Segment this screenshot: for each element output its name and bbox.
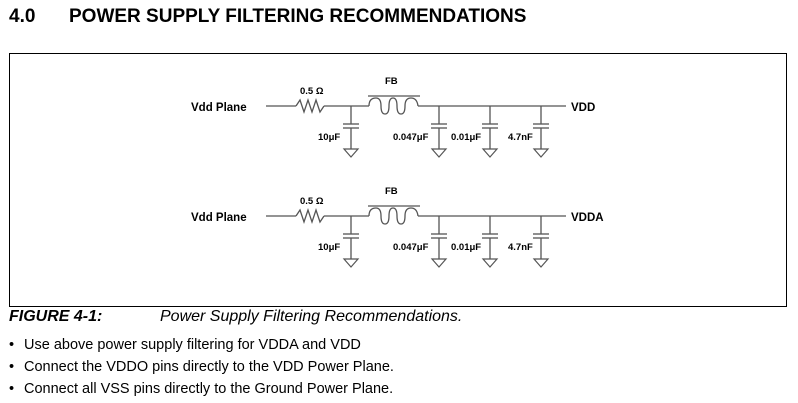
output-label: VDDA bbox=[571, 212, 604, 224]
capacitor-icon bbox=[343, 216, 359, 259]
capacitor-icon bbox=[533, 106, 549, 149]
capacitor-label-3: 4.7nF bbox=[508, 132, 533, 143]
resistor-icon bbox=[295, 207, 325, 225]
ground-icon bbox=[342, 148, 360, 158]
filter-schematic: Vdd Plane 0.5 Ω FB 10μF 0.047μF 0.01μF 4… bbox=[191, 76, 604, 268]
ferrite-bead-icon bbox=[368, 97, 419, 115]
input-capacitor-label: 10μF bbox=[318, 132, 340, 143]
capacitor-icon bbox=[533, 216, 549, 259]
figure-box bbox=[9, 53, 787, 307]
input-label: Vdd Plane bbox=[191, 102, 247, 114]
ground-icon bbox=[532, 258, 550, 268]
list-item-text: Connect the VDDO pins directly to the VD… bbox=[24, 359, 394, 375]
capacitor-icon bbox=[343, 106, 359, 149]
section-title: POWER SUPPLY FILTERING RECOMMENDATIONS bbox=[69, 6, 527, 27]
bullet-icon: • bbox=[9, 381, 15, 397]
figure-label: FIGURE 4-1: bbox=[9, 308, 103, 325]
capacitor-label-1: 0.047μF bbox=[393, 242, 429, 253]
figure-caption-text: Power Supply Filtering Recommendations. bbox=[160, 308, 463, 325]
capacitor-icon bbox=[431, 216, 447, 259]
ferrite-bead-icon bbox=[368, 207, 419, 225]
ground-icon bbox=[532, 148, 550, 158]
list-item: • Connect the VDDO pins directly to the … bbox=[9, 356, 394, 378]
ground-icon bbox=[481, 258, 499, 268]
capacitor-label-3: 4.7nF bbox=[508, 242, 533, 253]
capacitor-icon bbox=[482, 216, 498, 259]
ground-icon bbox=[481, 148, 499, 158]
bullet-icon: • bbox=[9, 359, 15, 375]
list-item: • Connect all VSS pins directly to the G… bbox=[9, 378, 394, 400]
resistor-label: 0.5 Ω bbox=[300, 86, 324, 97]
input-capacitor-label: 10μF bbox=[318, 242, 340, 253]
capacitor-label-2: 0.01μF bbox=[451, 132, 481, 143]
output-label: VDD bbox=[571, 102, 595, 114]
circuit-vdda: Vdd Plane 0.5 Ω FB 10μF 0.047μF 0.01μF 4… bbox=[191, 186, 604, 268]
ground-icon bbox=[430, 148, 448, 158]
list-item-text: Use above power supply filtering for VDD… bbox=[24, 337, 361, 353]
capacitor-label-1: 0.047μF bbox=[393, 132, 429, 143]
ferrite-bead-label: FB bbox=[385, 186, 398, 197]
list-item-text: Connect all VSS pins directly to the Gro… bbox=[24, 381, 394, 397]
ground-icon bbox=[430, 258, 448, 268]
circuit-vdd: Vdd Plane 0.5 Ω FB 10μF 0.047μF 0.01μF 4… bbox=[191, 76, 595, 158]
recommendation-list: • Use above power supply filtering for V… bbox=[9, 334, 394, 400]
ferrite-bead-label: FB bbox=[385, 76, 398, 87]
capacitor-label-2: 0.01μF bbox=[451, 242, 481, 253]
capacitor-icon bbox=[431, 106, 447, 149]
ground-icon bbox=[342, 258, 360, 268]
input-label: Vdd Plane bbox=[191, 212, 247, 224]
resistor-icon bbox=[295, 97, 325, 115]
section-number: 4.0 bbox=[9, 6, 36, 27]
resistor-label: 0.5 Ω bbox=[300, 196, 324, 207]
bullet-icon: • bbox=[9, 337, 15, 353]
capacitor-icon bbox=[482, 106, 498, 149]
list-item: • Use above power supply filtering for V… bbox=[9, 334, 394, 356]
